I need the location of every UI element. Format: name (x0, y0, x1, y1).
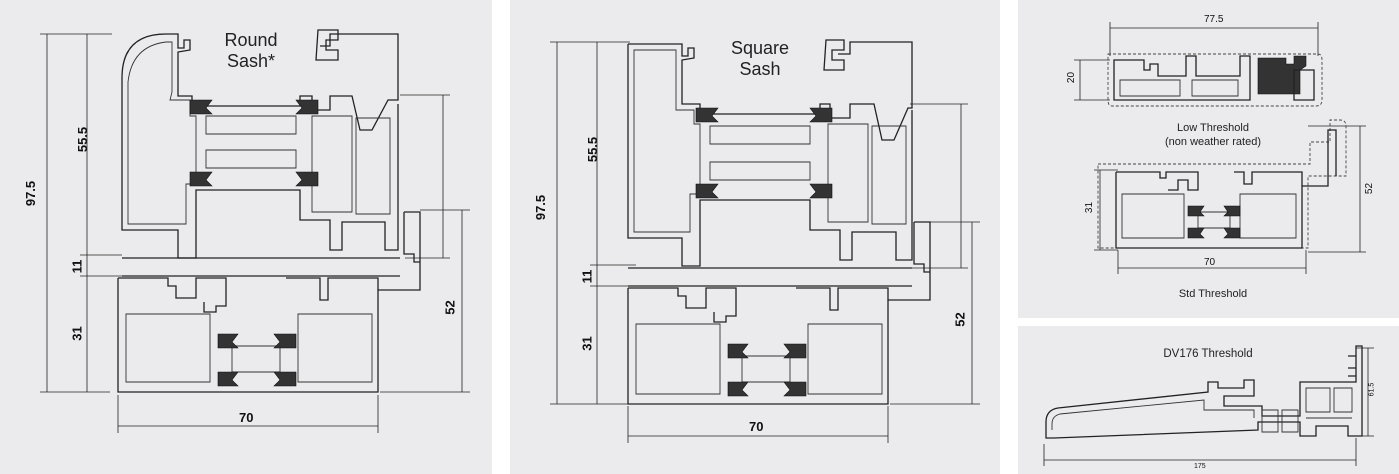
std-threshold-title: Std Threshold (1178, 288, 1248, 300)
std-threshold-side-dim: 52 (1364, 182, 1376, 195)
low-threshold-subtitle: (non weather rated) (1165, 136, 1261, 148)
dim-side-height: 52 (952, 312, 968, 327)
dim-sash-height: 55.5 (75, 126, 91, 153)
threshold-panel: 77.5 20 Low Threshold (non weather rated… (1018, 0, 1399, 318)
square-sash-title: Square Sash (730, 38, 790, 79)
dim-side-height: 52 (442, 300, 458, 315)
dim-frame-height: 31 (69, 326, 85, 341)
dim-height-total: 97.5 (533, 194, 549, 221)
dim-gap: 11 (69, 259, 85, 274)
dim-width: 70 (749, 419, 764, 434)
round-sash-drawing (40, 29, 470, 433)
low-threshold-height-dim: 20 (1066, 71, 1078, 84)
dv176-height-dim: 61.5 (1368, 382, 1376, 397)
dim-gap: 11 (579, 269, 595, 284)
round-sash-title: Round Sash* (224, 30, 278, 71)
threshold-drawing (1074, 22, 1366, 274)
dv176-drawing (1043, 345, 1374, 466)
round-sash-panel: Round Sash* 97.5 55.5 11 31 52 70 (0, 0, 492, 474)
dv176-title: DV176 Threshold (1163, 348, 1253, 360)
square-sash-drawing (550, 39, 980, 443)
std-threshold-width-dim: 70 (1204, 257, 1216, 268)
dim-width: 70 (239, 410, 254, 425)
dv176-panel: DV176 Threshold 175 61.5 (1018, 326, 1399, 474)
low-threshold-width-dim: 77.5 (1204, 14, 1224, 25)
low-threshold-title: Low Threshold (1177, 122, 1249, 134)
std-threshold-height-dim: 31 (1084, 201, 1096, 214)
square-sash-panel: Square Sash 97.5 55.5 11 31 52 70 (510, 0, 1000, 474)
dim-sash-height: 55.5 (585, 136, 601, 163)
dim-height-total: 97.5 (23, 180, 39, 207)
dv176-width-dim: 175 (1194, 463, 1206, 470)
dim-frame-height: 31 (579, 336, 595, 351)
